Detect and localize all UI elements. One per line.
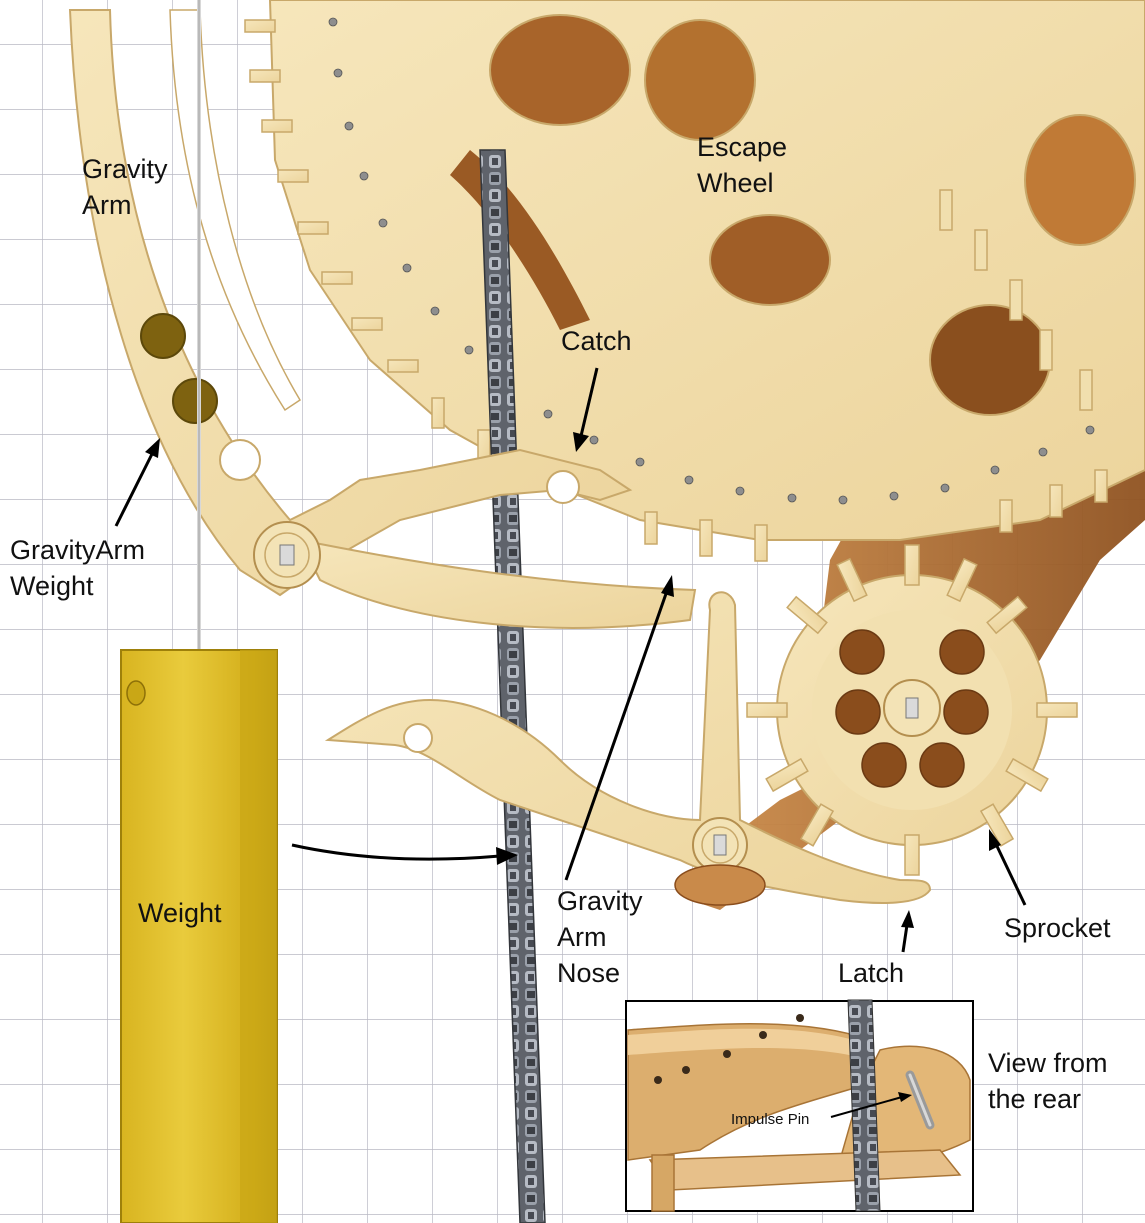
label-latch: Latch <box>838 955 904 991</box>
label-gravity-arm-nose: Gravity Arm Nose <box>557 883 643 991</box>
label-gravity-arm-weight: GravityArm Weight <box>10 532 145 604</box>
label-impulse-pin: Impulse Pin <box>731 1111 809 1129</box>
weight-block <box>121 650 277 1223</box>
label-view-from-rear: View from the rear <box>988 1045 1108 1117</box>
label-catch: Catch <box>561 323 632 359</box>
label-gravity-arm: Gravity Arm <box>82 151 168 223</box>
rear-view-inset <box>626 1000 973 1211</box>
label-escape-wheel: Escape Wheel <box>697 129 787 201</box>
label-sprocket: Sprocket <box>1004 910 1111 946</box>
label-weight: Weight <box>138 895 222 931</box>
